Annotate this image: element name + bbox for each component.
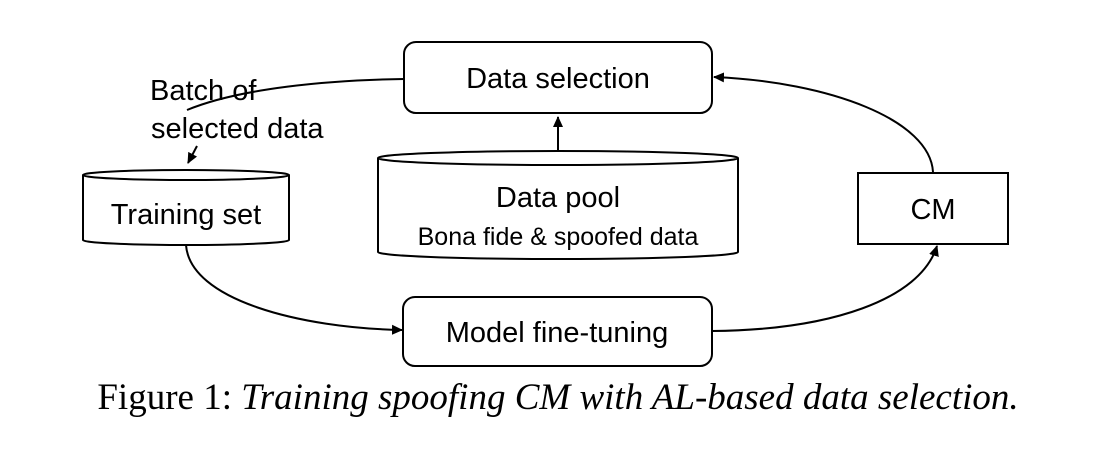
node-cm-label: CM: [910, 194, 955, 226]
edge-finetuning-to-cm: [711, 245, 939, 332]
node-data-pool-label: Data pool: [496, 182, 620, 214]
caption-prefix: Figure 1:: [97, 377, 242, 418]
edge-training-to-finetuning: [185, 244, 403, 335]
caption-title: Training spoofing CM with AL-based data …: [241, 377, 1019, 418]
edge-batch-arrow: [187, 145, 198, 164]
node-data-pool-sublabel: Bona fide & spoofed data: [418, 223, 699, 251]
edge-selection-to-training-set: [186, 78, 405, 111]
node-data-pool: Data pool Bona fide & spoofed data: [377, 150, 739, 260]
node-data-selection: Data selection: [403, 41, 713, 114]
node-data-selection-label: Data selection: [466, 63, 650, 95]
edge-label-batch-line2: selected data: [151, 113, 324, 145]
node-cm: CM: [857, 172, 1009, 245]
edge-label-batch-line1: Batch of: [150, 75, 257, 107]
node-training-set-label: Training set: [111, 199, 261, 231]
edge-cm-to-selection: [713, 72, 934, 173]
flow-diagram: Batch of selected data Data selection Da…: [82, 41, 1009, 367]
figure-caption: Figure 1: Training spoofing CM with AL-b…: [0, 376, 1116, 419]
node-training-set: Training set: [82, 169, 290, 246]
node-model-finetuning-label: Model fine-tuning: [446, 317, 668, 349]
node-model-finetuning: Model fine-tuning: [402, 296, 713, 367]
